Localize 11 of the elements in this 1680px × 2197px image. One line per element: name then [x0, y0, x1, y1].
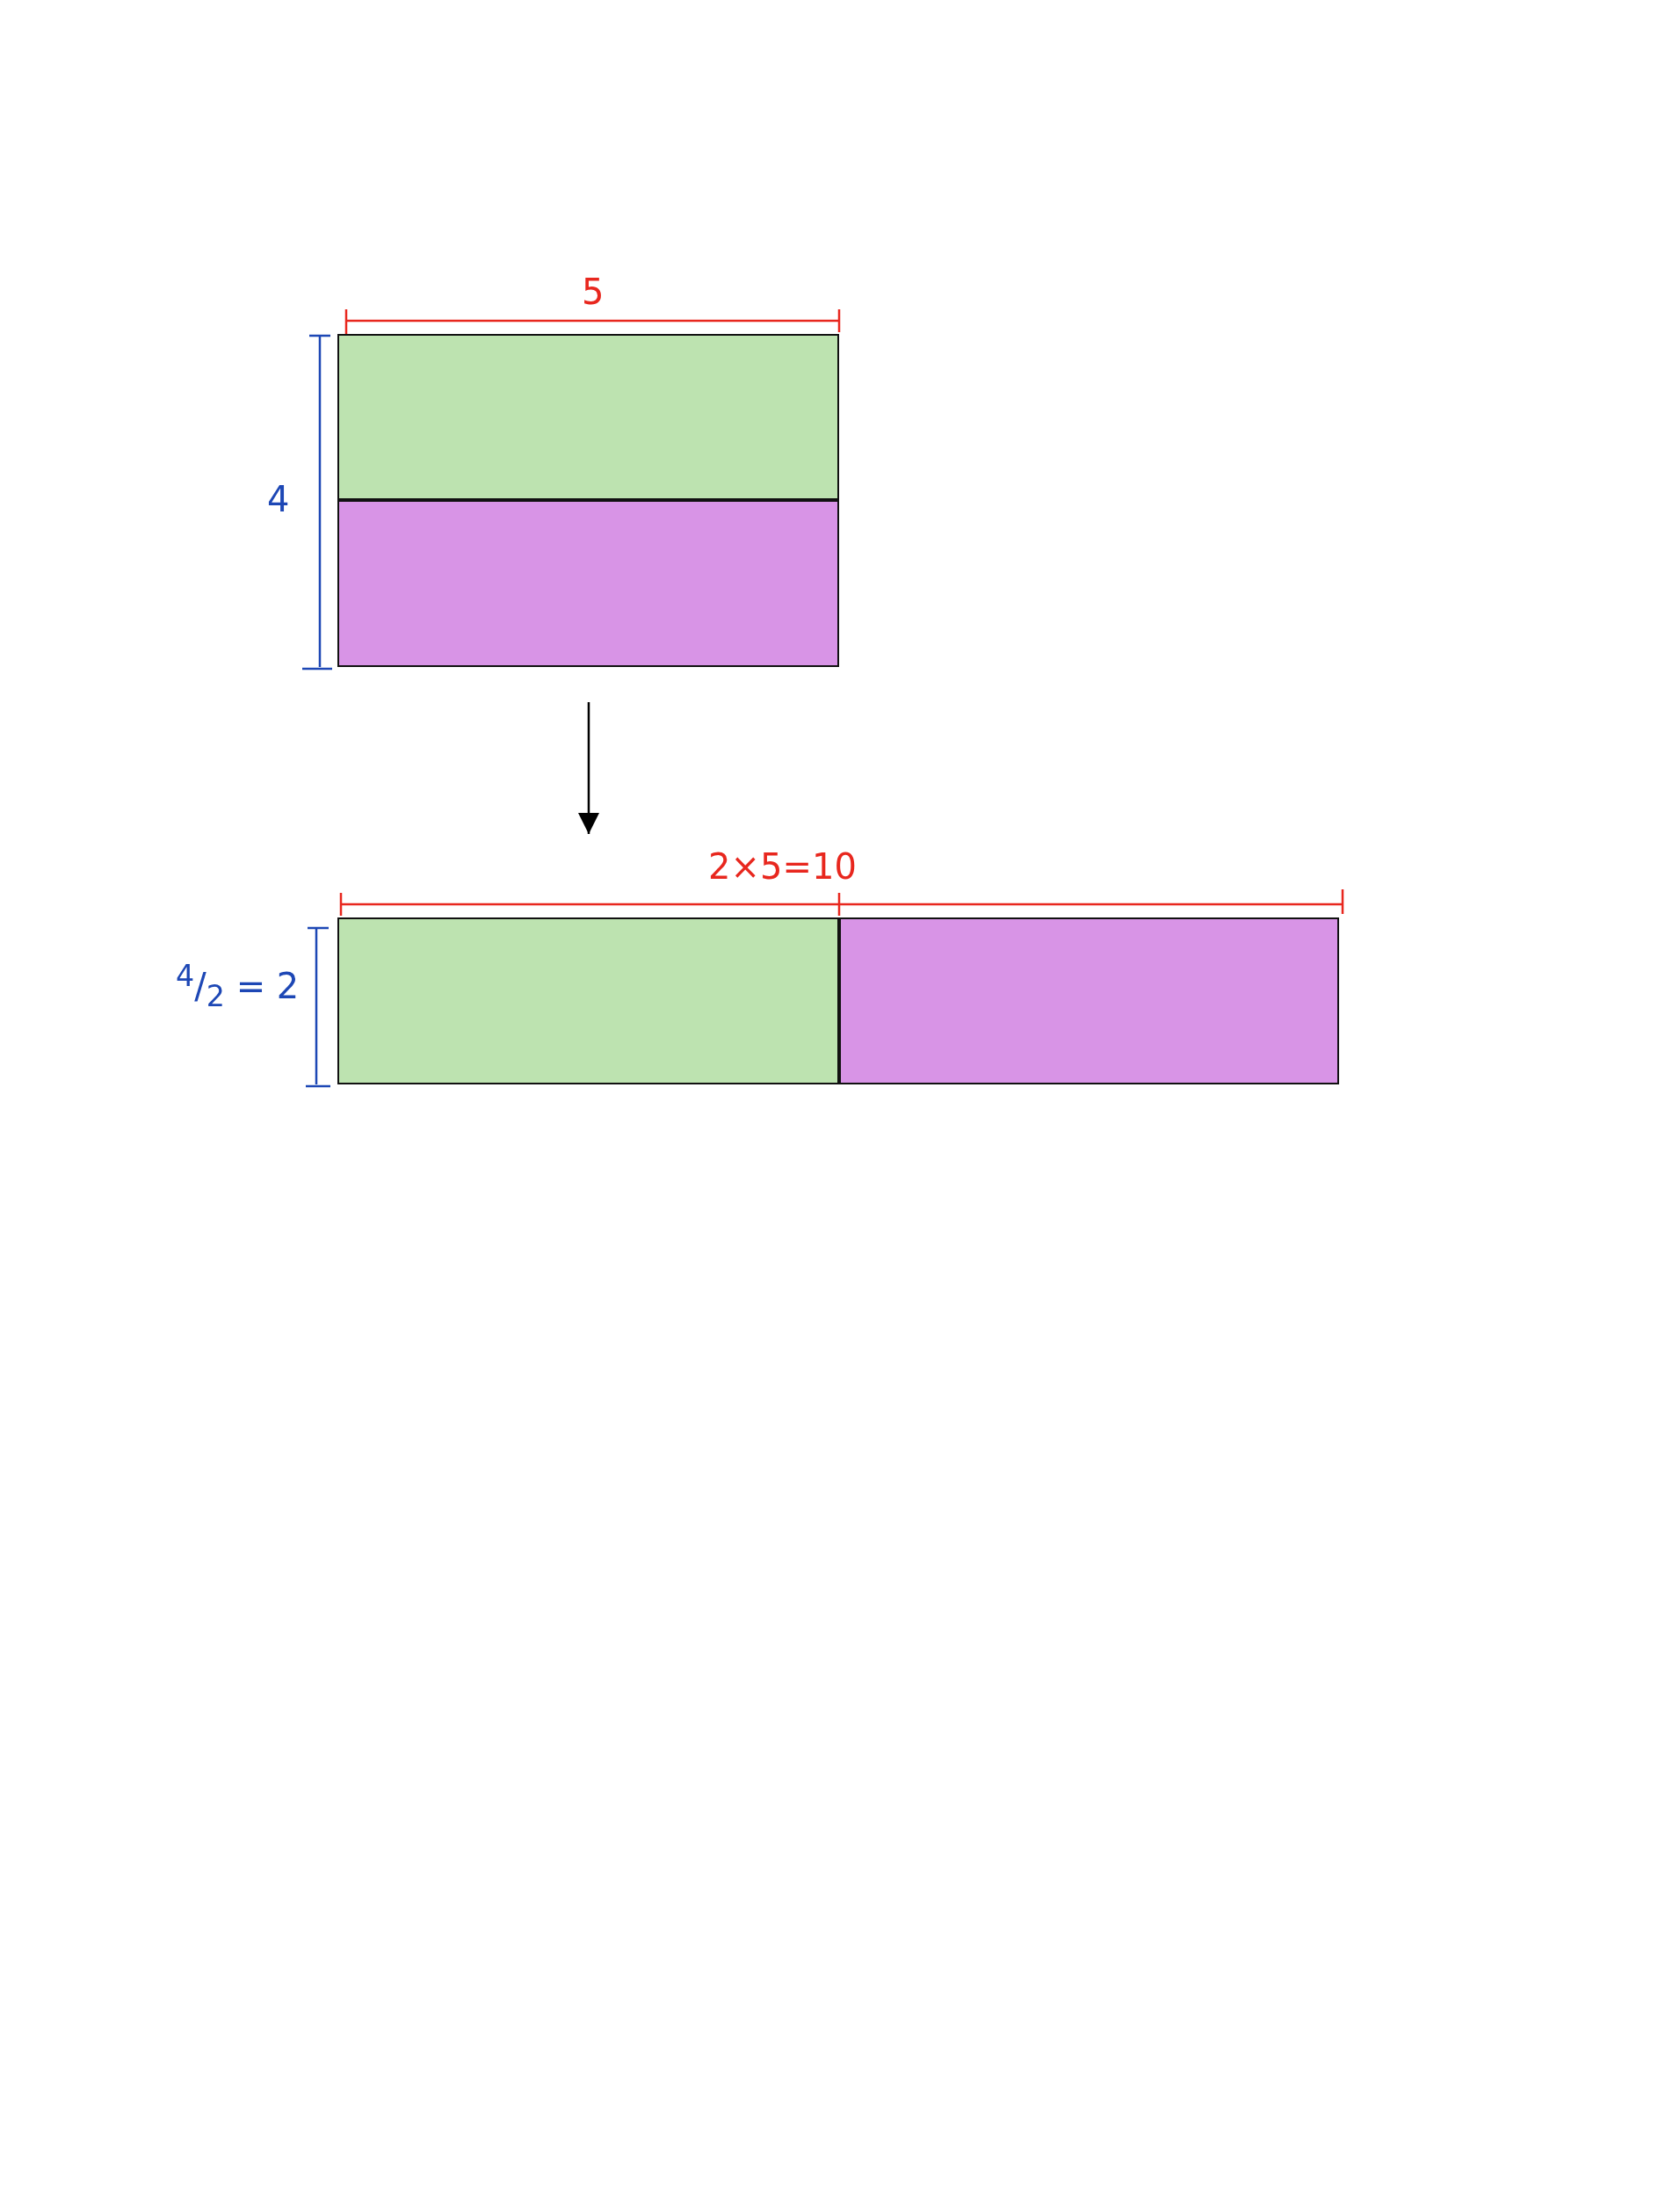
rectangle: [337, 917, 1339, 1084]
dimension-label: 4: [267, 482, 290, 517]
rectangle-part: [337, 917, 839, 1084]
dimension-label: 5: [582, 274, 605, 309]
dimension-label: 2×5=10: [708, 849, 857, 884]
rectangle-part: [839, 917, 1339, 1084]
arrow: [578, 702, 599, 834]
dimension-label: $^{4}$/$_{2}$ = 2: [176, 961, 300, 1011]
rectangle: [337, 334, 839, 667]
rectangle-part: [337, 500, 839, 667]
rectangle-part: [337, 334, 839, 500]
